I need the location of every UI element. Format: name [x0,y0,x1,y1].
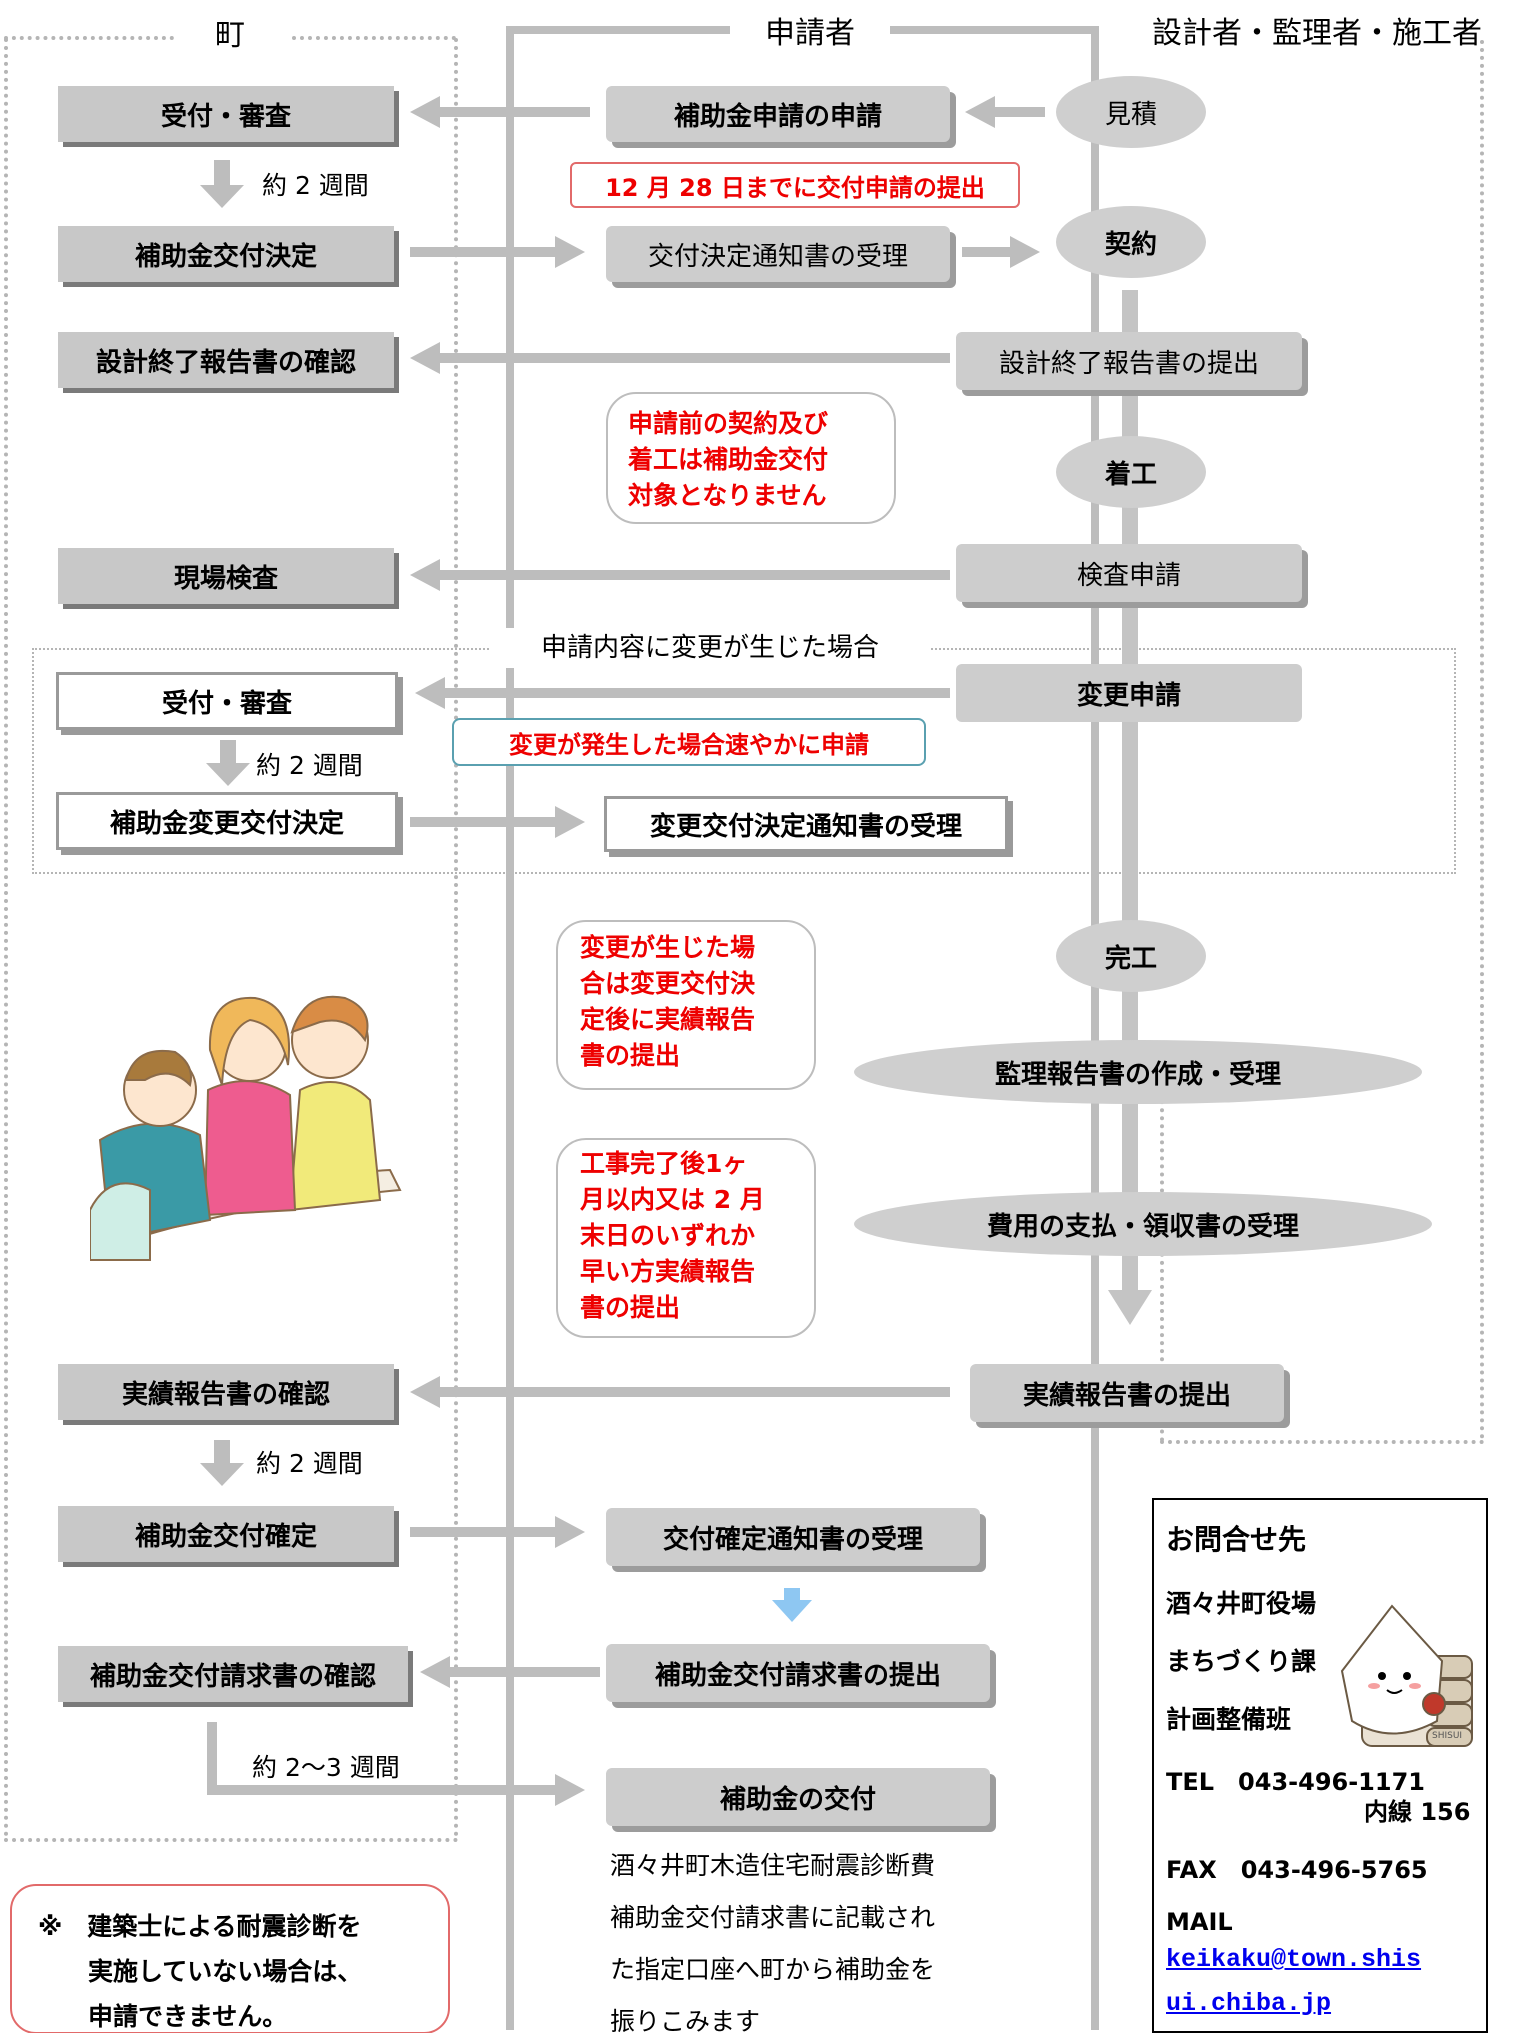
applicant-grant-payment: 補助金の交付 [606,1768,990,1826]
payment-note-line: 補助金交付請求書に記載され [610,1903,936,1932]
applicant-header: 申請者 [765,16,855,51]
note-deadline-result: 工事完了後1ヶ 月以内又は 2 月 末日のいずれか 早い方実績報告 書の提出 [556,1138,816,1338]
contact-mail-line: keikaku@town.shis [1166,1945,1422,1974]
contact-mail-line: ui.chiba.jp [1166,1989,1332,2018]
architect-note-text: ※ 建築士による耐震診断を 実施していない場合は、 申請できません。 [38,1912,363,2031]
town-column-left-border [4,38,8,1838]
designer-construction-start: 着工 [1056,436,1206,508]
contact-ext: 内線 156 [1364,1798,1471,1826]
town-grant-decision: 補助金交付決定 [58,226,394,282]
designer-column-right-border [1480,40,1484,1440]
contact-org-3: 計画整備班 [1166,1705,1292,1734]
designer-contract: 契約 [1056,206,1206,278]
designer-header: 設計者・監理者・施工者 [1152,16,1482,51]
change-notice-text: 変更が発生した場合速やかに申請 [509,730,869,759]
applicant-deadline-text: 12 月 28 日までに交付申請の提出 [605,173,985,202]
applicant-claim-submit: 補助金交付請求書の提出 [606,1644,990,1702]
town-result-report-check: 実績報告書の確認 [58,1364,394,1420]
applicant-deadline: 12 月 28 日までに交付申請の提出 [570,162,1020,208]
town-receipt-review-2: 受付・審査 [56,672,398,730]
people-illustration [90,995,402,1261]
payment-note-line: 振りこみます [610,2007,761,2033]
change-notice: 変更が発生した場合速やかに申請 [452,718,926,766]
contact-org-1: 酒々井町役場 [1166,1589,1317,1618]
designer-supervision-report: 監理報告書の作成・受理 [854,1040,1422,1104]
payment-note-line: た指定口座へ町から補助金を [610,1955,936,1984]
note-change-result: 変更が生じた場 合は変更交付決 定後に実績報告 書の提出 [556,920,816,1090]
applicant-confirm-receipt: 交付確定通知書の受理 [606,1508,980,1566]
mascot-house-icon: SHISUI [1340,1604,1473,1747]
town-column-top-border [4,36,174,40]
town-claim-check: 補助金交付請求書の確認 [58,1646,408,1702]
designer-design-report-submit: 設計終了報告書の提出 [956,332,1302,390]
designer-payment-receipt: 費用の支払・領収書の受理 [854,1192,1432,1256]
applicant-apply: 補助金申請の申請 [606,86,950,142]
contact-mail-label: MAIL [1166,1908,1233,1936]
designer-inspection-request: 検査申請 [956,544,1302,602]
mascot-sign: SHISUI [1432,1731,1462,1741]
town-period-1: 約 2 週間 [262,171,369,200]
town-period-4: 約 2〜3 週間 [252,1753,400,1782]
change-section-label: 申請内容に変更が生じた場合 [490,628,930,668]
payment-note-line: 酒々井町木造住宅耐震診断費 [610,1851,936,1880]
architect-note: ※ 建築士による耐震診断を 実施していない場合は、 申請できません。 [10,1884,450,2033]
applicant-decision-receipt: 交付決定通知書の受理 [606,226,950,282]
contact-org-2: まちづくり課 [1166,1647,1317,1676]
payment-note: 酒々井町木造住宅耐震診断費 補助金交付請求書に記載され た指定口座へ町から補助金… [610,1840,1030,2033]
designer-estimate: 見積 [1056,76,1206,148]
contact-fax: FAX 043-496-5765 [1166,1856,1428,1884]
town-column-right-border [454,38,458,1838]
contact-title: お問合せ先 [1166,1523,1307,1556]
town-column-bottom-border [4,1838,458,1842]
contact-tel: TEL 043-496-1171 [1166,1768,1425,1796]
designer-column-bottom-border [1160,1440,1484,1444]
town-change-decision: 補助金変更交付決定 [56,792,398,850]
designer-change-request: 変更申請 [956,664,1302,722]
town-design-report-check: 設計終了報告書の確認 [58,332,394,388]
contact-mail-link[interactable]: keikaku@town.shis ui.chiba.jp [1166,1938,1421,2026]
town-receipt-review: 受付・審査 [58,86,394,142]
town-grant-confirm: 補助金交付確定 [58,1506,394,1562]
town-period-2: 約 2 週間 [256,751,363,780]
town-header: 町 [215,18,245,53]
town-column-top-border-2 [292,36,456,40]
designer-completion: 完工 [1056,920,1206,992]
note-pre-contract: 申請前の契約及び 着工は補助金交付 対象となりません [606,392,896,524]
designer-result-report-submit: 実績報告書の提出 [970,1364,1284,1422]
applicant-change-decision-receipt: 変更交付決定通知書の受理 [604,796,1008,852]
town-period-3: 約 2 週間 [256,1449,363,1478]
town-site-inspection: 現場検査 [58,548,394,604]
contact-box: お問合せ先 酒々井町役場 まちづくり課 計画整備班 TEL 043-496-11… [1152,1498,1488,2033]
